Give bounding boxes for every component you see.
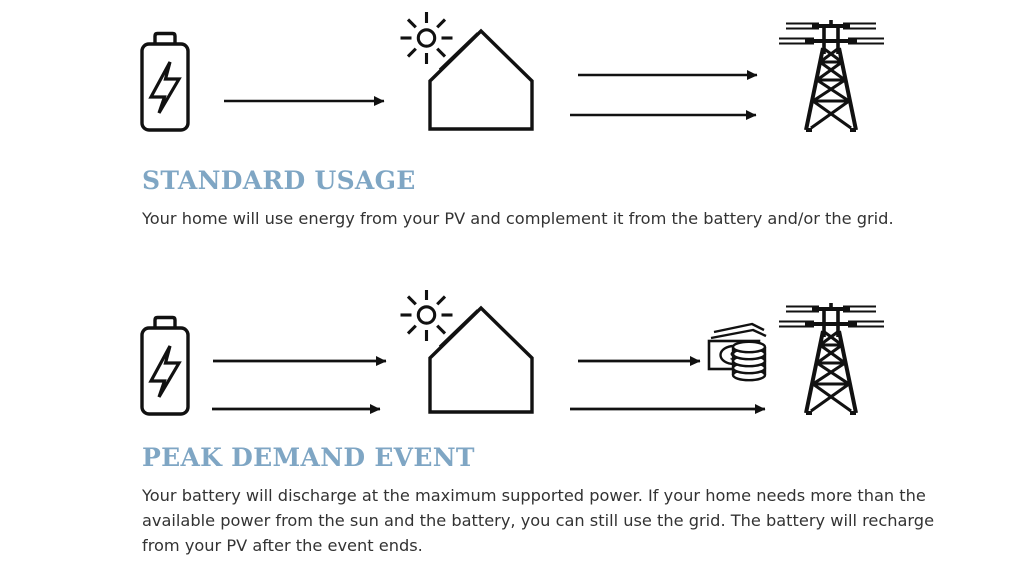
money-icon: $ [707,322,767,382]
text-peak-demand-event: PEAK DEMAND EVENT Your battery will disc… [142,443,982,558]
tower-lattice [810,46,852,130]
battery-icon [140,31,190,132]
power-lines-lower [779,37,884,45]
diagram-peak-demand-event: $ [0,290,1024,440]
sun-icon [400,12,453,64]
heading-peak-demand-event: PEAK DEMAND EVENT [142,443,475,472]
heading-standard-usage: STANDARD USAGE [142,166,416,195]
pv-panel-line [438,32,480,72]
body-standard-usage: Your home will use energy from your PV a… [142,209,894,229]
section-standard-usage: STANDARD USAGE Your home will use energy… [0,0,1024,231]
power-lines-upper [786,305,876,313]
house-solar-icon [428,28,534,131]
power-tower-icon [779,20,884,132]
power-lines-lower [779,320,884,328]
diagram-standard-usage [0,0,1024,150]
sun-icon [400,290,453,341]
house-solar-icon [428,305,534,414]
pv-panel-line [438,309,480,349]
coin-stack [731,340,767,382]
tower-lattice [810,329,852,413]
text-standard-usage: STANDARD USAGE Your home will use energy… [142,166,982,231]
power-tower-icon [779,303,884,415]
power-lines-upper [786,22,876,30]
body-peak-demand-event: Your battery will discharge at the maxim… [142,486,935,556]
section-peak-demand-event: $ [0,285,1024,576]
battery-icon [140,315,190,416]
